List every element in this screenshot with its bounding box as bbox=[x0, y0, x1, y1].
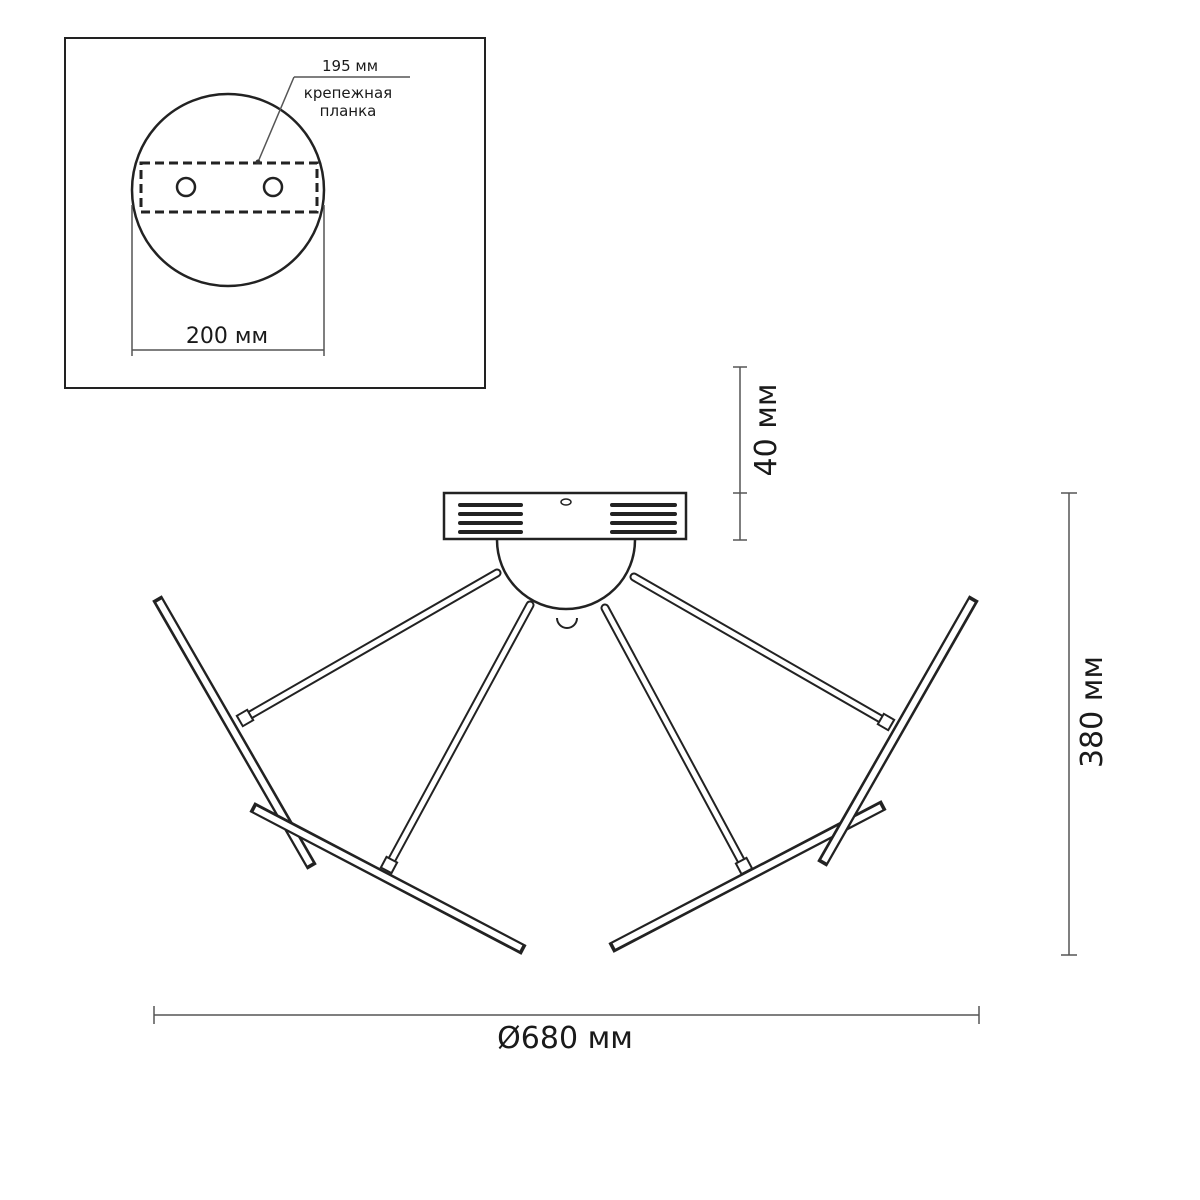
hub-bottom-knob bbox=[556, 617, 578, 629]
canopy-box bbox=[442, 491, 688, 541]
arm-inner-left bbox=[384, 600, 535, 870]
inset-frame bbox=[64, 37, 486, 389]
arm-outer-right bbox=[629, 572, 891, 727]
central-hub bbox=[495, 539, 637, 611]
plate-leader-dot bbox=[255, 159, 261, 165]
plate-caption-line2: планка bbox=[320, 102, 377, 120]
diameter-dimension: Ø680 мм bbox=[153, 1006, 980, 1056]
arm-outer-left bbox=[240, 568, 502, 723]
mounting-hole-right bbox=[262, 176, 284, 198]
canopy-height-label: 40 мм bbox=[749, 384, 784, 477]
plate-caption-line1: крепежная bbox=[304, 84, 392, 102]
canopy-screw bbox=[560, 498, 572, 506]
chandelier-side-view bbox=[152, 491, 979, 955]
led-bar-inner-left bbox=[249, 802, 527, 955]
joint-connector bbox=[379, 855, 399, 875]
mounting-plate-outline bbox=[139, 161, 319, 214]
canopy-vents-right bbox=[610, 503, 677, 534]
joint-connector bbox=[734, 856, 754, 876]
canopy-diameter-label: 200 мм bbox=[186, 324, 268, 349]
joint-connector bbox=[876, 712, 896, 732]
plate-size-label: 195 мм bbox=[322, 57, 378, 75]
diameter-label: Ø680 мм bbox=[497, 1021, 633, 1056]
canopy-height-dimension: 40 мм bbox=[733, 366, 784, 541]
total-height-dimension: 380 мм bbox=[1061, 492, 1110, 956]
plate-leader-line bbox=[257, 76, 295, 163]
mounting-hole-left bbox=[175, 176, 197, 198]
total-height-label: 380 мм bbox=[1075, 656, 1110, 768]
arm-inner-right bbox=[600, 603, 749, 871]
canopy-vents-left bbox=[458, 503, 523, 534]
led-bar-outer-right bbox=[817, 595, 979, 867]
mounting-detail-inset: 195 мм крепежная планка 200 мм bbox=[64, 37, 486, 389]
canopy-top-view bbox=[130, 92, 326, 288]
joint-connector bbox=[235, 708, 255, 728]
